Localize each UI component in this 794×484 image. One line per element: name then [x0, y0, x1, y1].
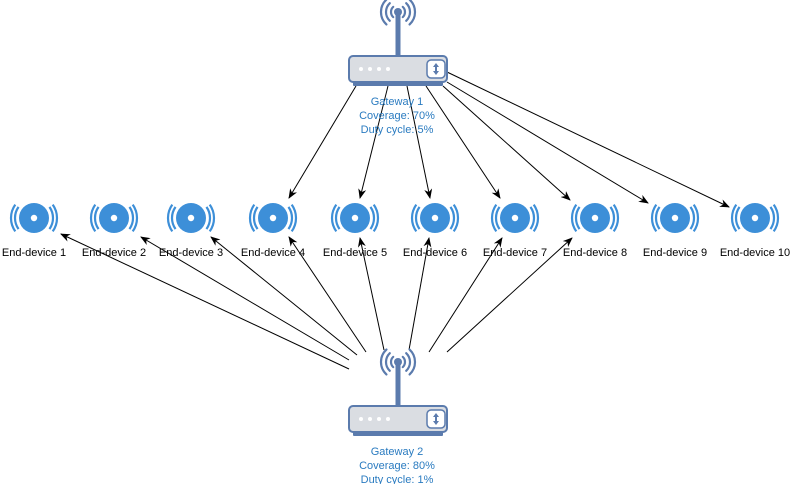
- end-device-7[interactable]: End-device 7: [483, 203, 547, 259]
- wireless-signal-icon: [248, 203, 298, 233]
- end-device-8[interactable]: End-device 8: [563, 203, 627, 259]
- link-gw1-to-device-9: [446, 81, 649, 204]
- end-device-1[interactable]: End-device 1: [2, 203, 66, 259]
- wireless-signal-icon: [9, 203, 59, 233]
- link-gw2-to-device-5: [357, 237, 385, 351]
- link-gw2-to-device-2: [140, 236, 350, 361]
- wireless-signal-icon: [490, 203, 540, 233]
- wireless-signal-icon: [650, 203, 700, 233]
- devices-layer: End-device 1 End-device 2 End-device 3 End-…: [2, 203, 790, 259]
- end-device-6-label: End-device 6: [403, 247, 467, 259]
- end-device-1-label: End-device 1: [2, 247, 66, 259]
- end-device-4-label: End-device 4: [241, 247, 305, 259]
- link-gw2-to-device-7: [428, 237, 503, 353]
- links-layer: [60, 71, 730, 370]
- gateway-2-label-line-3: Duty cycle: 1%: [361, 474, 434, 484]
- gateway-2[interactable]: Gateway 2 Coverage: 80% Duty cycle: 1%: [348, 348, 448, 484]
- wireless-signal-icon: [570, 203, 620, 233]
- router-with-antenna-icon: [348, 348, 448, 436]
- gateway-1-label-line-3: Duty cycle: 5%: [361, 124, 434, 136]
- link-gw2-to-device-3: [210, 236, 358, 356]
- link-gw2-to-device-4: [288, 236, 367, 353]
- link-gw2-to-device-1: [60, 233, 350, 370]
- wireless-signal-icon: [89, 203, 139, 233]
- wireless-signal-icon: [166, 203, 216, 233]
- link-gw1-to-device-8: [442, 85, 571, 201]
- end-device-5[interactable]: End-device 5: [323, 203, 387, 259]
- gateway-1-label-line-2: Coverage: 70%: [359, 110, 435, 122]
- end-device-10[interactable]: End-device 10: [720, 203, 790, 259]
- end-device-3-label: End-device 3: [159, 247, 223, 259]
- end-device-4[interactable]: End-device 4: [241, 203, 305, 259]
- wireless-signal-icon: [330, 203, 380, 233]
- link-gw1-to-device-4: [288, 85, 357, 199]
- end-device-3[interactable]: End-device 3: [159, 203, 223, 259]
- end-device-5-label: End-device 5: [323, 247, 387, 259]
- gateway-2-label-line-1: Gateway 2: [371, 446, 424, 458]
- link-gw1-to-device-10: [446, 71, 730, 208]
- end-device-6[interactable]: End-device 6: [403, 203, 467, 259]
- router-with-antenna-icon: [348, 0, 448, 86]
- end-device-7-label: End-device 7: [483, 247, 547, 259]
- end-device-2-label: End-device 2: [82, 247, 146, 259]
- gateway-1-label-line-1: Gateway 1: [371, 96, 424, 108]
- link-gw2-to-device-8: [446, 237, 573, 353]
- wireless-signal-icon: [410, 203, 460, 233]
- link-gw1-to-device-7: [425, 85, 501, 199]
- link-gw1-to-device-5: [358, 85, 389, 199]
- gateway-2-label-line-2: Coverage: 80%: [359, 460, 435, 472]
- end-device-2[interactable]: End-device 2: [82, 203, 146, 259]
- end-device-8-label: End-device 8: [563, 247, 627, 259]
- gateway-1[interactable]: Gateway 1 Coverage: 70% Duty cycle: 5%: [348, 0, 448, 136]
- wireless-signal-icon: [730, 203, 780, 233]
- end-device-10-label: End-device 10: [720, 247, 790, 259]
- end-device-9-label: End-device 9: [643, 247, 707, 259]
- link-gw1-to-device-6: [406, 85, 433, 199]
- link-gw2-to-device-6: [408, 237, 432, 351]
- end-device-9[interactable]: End-device 9: [643, 203, 707, 259]
